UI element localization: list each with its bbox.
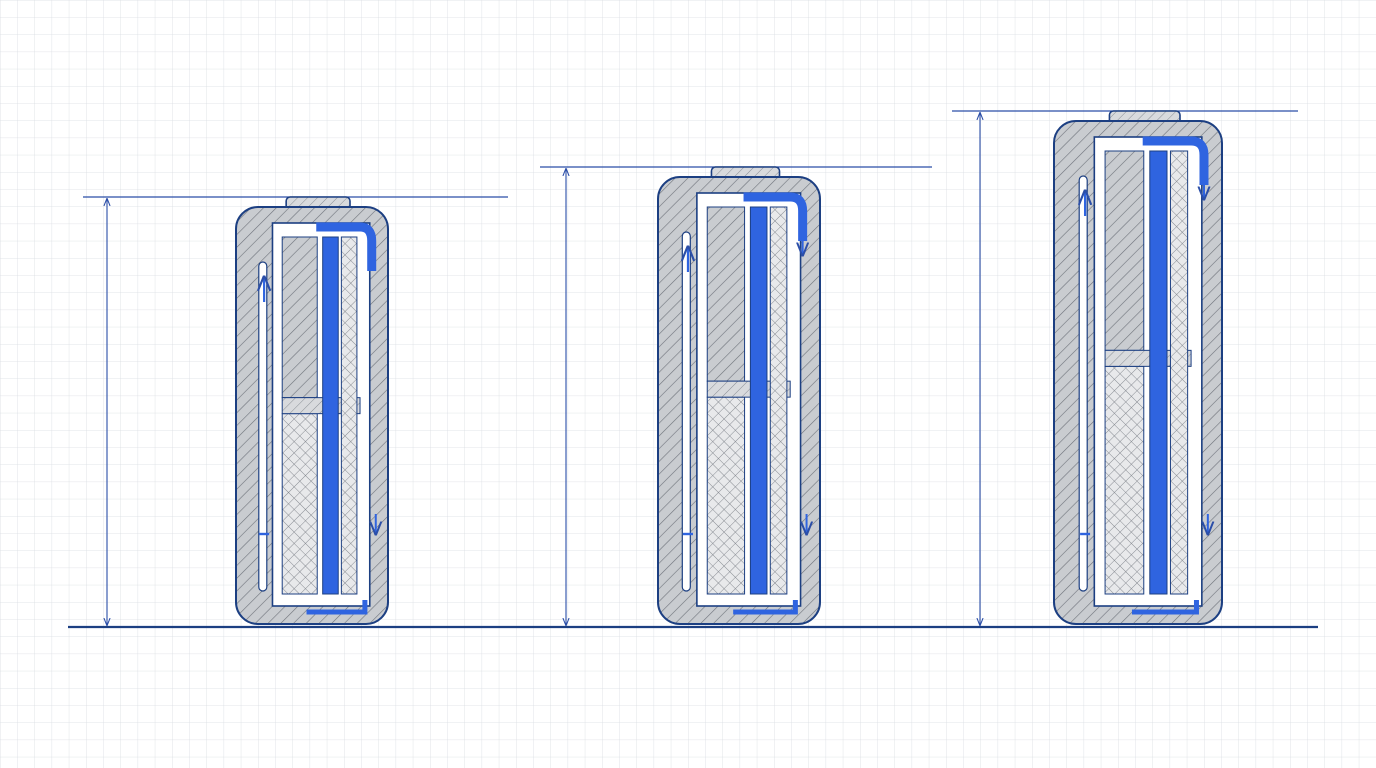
cell-small xyxy=(83,196,508,625)
cell-large xyxy=(952,110,1298,625)
bottom-current-path xyxy=(733,600,798,615)
top-current-path xyxy=(1142,136,1209,185)
cathode-lower xyxy=(281,413,318,595)
top-current-path xyxy=(743,192,808,241)
spacer-bar xyxy=(281,397,361,415)
cathode-upper xyxy=(281,236,318,399)
side-channel xyxy=(1078,175,1088,592)
bottom-current-path xyxy=(306,600,368,615)
spacer-bar xyxy=(706,380,791,398)
anode-collector xyxy=(340,236,358,595)
anode-collector xyxy=(1169,150,1189,595)
bottom-current-path xyxy=(1131,600,1199,615)
anode-collector xyxy=(769,206,788,595)
cell-medium xyxy=(540,166,932,625)
separator-layer xyxy=(749,206,768,595)
side-channel xyxy=(258,261,268,592)
spacer-bar xyxy=(1104,349,1192,367)
cathode-upper xyxy=(1104,150,1145,351)
cathode-lower xyxy=(1104,365,1145,595)
cathode-upper xyxy=(706,206,746,382)
cathode-lower xyxy=(706,396,746,595)
top-current-path xyxy=(316,222,377,271)
side-channel xyxy=(681,231,691,592)
separator-layer xyxy=(1149,150,1168,595)
separator-layer xyxy=(322,236,339,595)
